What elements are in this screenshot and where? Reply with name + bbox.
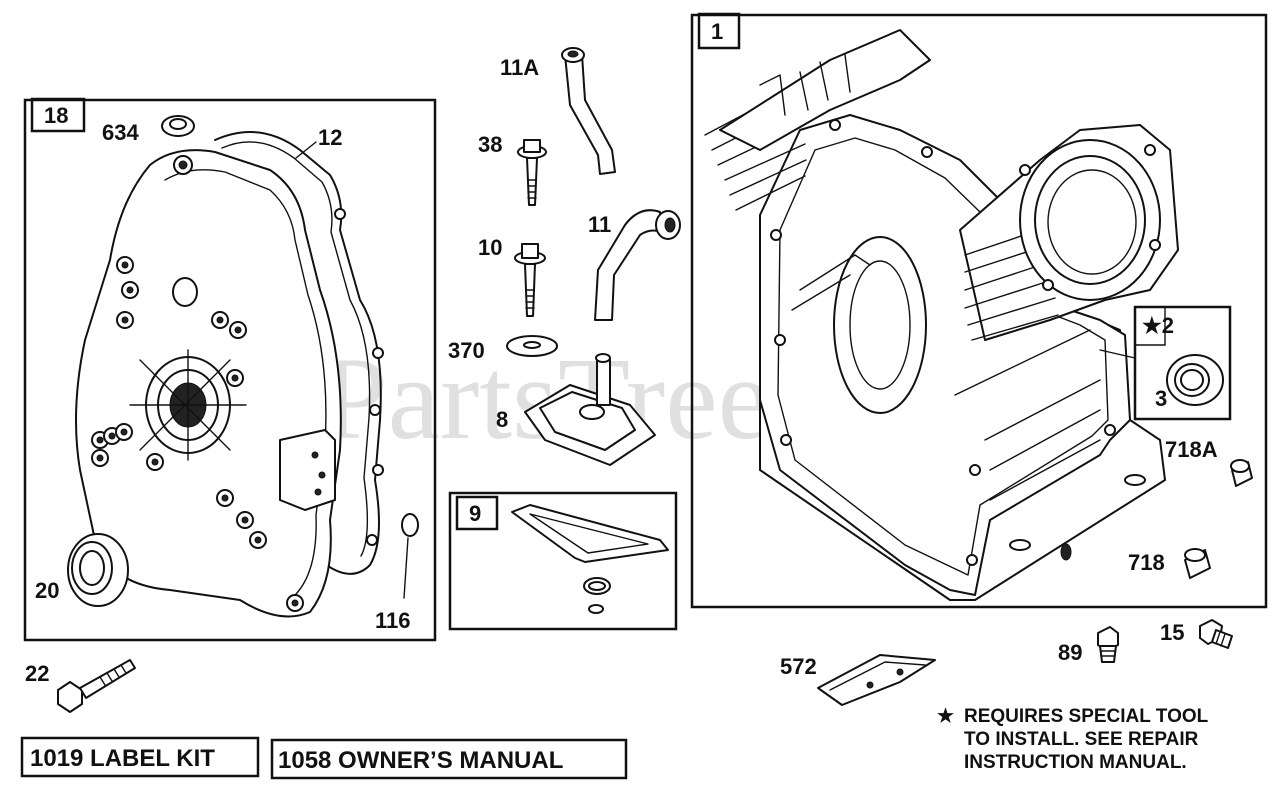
owners-manual-text: 1058 OWNER’S MANUAL xyxy=(278,747,563,774)
group-9-number: 9 xyxy=(469,501,481,526)
breather-tube-11 xyxy=(594,209,663,321)
note-line-3: INSTRUCTION MANUAL. xyxy=(964,752,1187,773)
group-18-box xyxy=(23,98,437,642)
group-9-box xyxy=(448,491,678,631)
label-kit-box xyxy=(20,736,260,778)
label-10: 10 xyxy=(478,235,502,260)
label-11: 11 xyxy=(588,212,611,237)
breather-tube-11a xyxy=(564,54,616,175)
label-20: 20 xyxy=(35,578,59,603)
dowel-718a xyxy=(1230,459,1253,487)
label-11a: 11A xyxy=(500,55,539,80)
note-star: ★ xyxy=(937,706,954,727)
label-718a: 718A xyxy=(1165,437,1218,462)
group-2-number: ★2 xyxy=(1142,313,1174,338)
label-38: 38 xyxy=(478,132,502,157)
group-2-box xyxy=(1133,305,1232,421)
breather-gasket xyxy=(511,504,669,563)
label-15: 15 xyxy=(1160,620,1184,645)
group-18-tag xyxy=(30,97,86,133)
group-1-tag xyxy=(697,12,741,50)
group-1-box xyxy=(690,13,1268,609)
bracket-572 xyxy=(817,654,936,706)
owners-manual-box xyxy=(270,738,628,780)
plug-89 xyxy=(1097,626,1119,663)
breather-8 xyxy=(524,353,656,466)
grommet-small xyxy=(588,604,604,614)
note-line-1: REQUIRES SPECIAL TOOL xyxy=(964,706,1209,727)
label-12: 12 xyxy=(318,125,342,150)
group-9-tag xyxy=(455,495,499,531)
label-22: 22 xyxy=(25,661,49,686)
label-3: 3 xyxy=(1155,386,1167,411)
cylinder-block xyxy=(704,29,1166,601)
label-634: 634 xyxy=(102,120,139,145)
label-370: 370 xyxy=(448,338,485,363)
dowel-718 xyxy=(1184,548,1211,579)
plug-15 xyxy=(1199,619,1233,649)
group-1-number: 1 xyxy=(711,19,723,44)
note-line-2: TO INSTALL. SEE REPAIR xyxy=(964,729,1199,750)
label-718: 718 xyxy=(1128,550,1165,575)
label-kit-text: 1019 LABEL KIT xyxy=(30,745,215,772)
bolt-38 xyxy=(517,139,547,206)
cover-bolt-bosses xyxy=(91,155,304,612)
label-89: 89 xyxy=(1058,640,1082,665)
bolt-10 xyxy=(514,243,546,317)
bolt-22 xyxy=(57,659,136,713)
o-ring-116 xyxy=(401,513,419,537)
label-572: 572 xyxy=(780,654,817,679)
cylinder-bore xyxy=(959,124,1179,341)
label-116: 116 xyxy=(375,608,411,633)
group-18-number: 18 xyxy=(44,103,68,128)
label-8: 8 xyxy=(496,407,508,432)
